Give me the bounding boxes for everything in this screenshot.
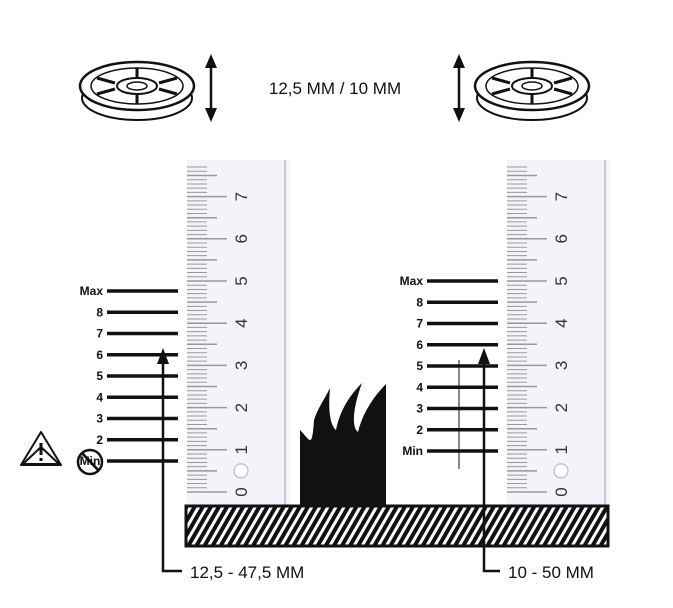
level-label: 8 — [96, 305, 103, 319]
level-label: 5 — [416, 359, 423, 373]
left-ruler-number: 1 — [232, 445, 251, 454]
level-label: Max — [400, 274, 424, 288]
level-label: 7 — [96, 327, 103, 341]
level-label: 3 — [416, 402, 423, 416]
right-range-label: 10 - 50 MM — [508, 563, 594, 582]
left-ruler-number: 4 — [232, 318, 251, 327]
right-ruler-number: 0 — [552, 487, 571, 496]
level-label: 4 — [96, 390, 103, 404]
right-range-arrow — [478, 348, 500, 573]
left-ruler-number: 6 — [232, 234, 251, 243]
right-ruler-number: 5 — [552, 276, 571, 285]
right-ruler-number: 3 — [552, 361, 571, 370]
up-down-arrow-right-icon — [451, 52, 467, 124]
right-ruler-number: 2 — [552, 403, 571, 412]
level-label: Max — [80, 284, 104, 298]
left-range-label: 12,5 - 47,5 MM — [190, 563, 304, 582]
left-level-scale: Max 8 7 6 5 4 3 2 — [80, 284, 178, 463]
up-down-arrow-left-icon — [203, 52, 219, 124]
level-label: 8 — [416, 295, 423, 309]
warning-triangle-icon — [20, 431, 62, 466]
level-label: 3 — [96, 412, 103, 426]
level-label: 6 — [96, 348, 103, 362]
left-ruler-number: 5 — [232, 276, 251, 285]
level-label: 6 — [416, 338, 423, 352]
right-ruler-number: 6 — [552, 234, 571, 243]
level-label: 5 — [96, 369, 103, 383]
level-label: 7 — [416, 317, 423, 331]
ground-hatch — [184, 504, 610, 548]
spacer-disc-right-icon — [473, 60, 591, 122]
ruler-left: 0 1 2 3 4 5 6 7 — [187, 160, 290, 506]
left-ruler-number: 2 — [232, 403, 251, 412]
right-ruler-number: 7 — [552, 192, 571, 201]
spacer-disc-left-icon — [78, 60, 196, 122]
left-ruler-number: 3 — [232, 361, 251, 370]
right-ruler-number: 1 — [552, 445, 571, 454]
right-ruler-number: 4 — [552, 318, 571, 327]
level-label: 4 — [416, 380, 423, 394]
grass-icon — [300, 383, 386, 506]
level-label: 2 — [416, 423, 423, 437]
level-label: Min — [402, 444, 423, 458]
ruler-right: 0 1 2 3 4 5 6 7 — [507, 160, 610, 506]
spacer-height-label: 12,5 MM / 10 MM — [269, 79, 401, 98]
left-ruler-number: 7 — [232, 192, 251, 201]
left-range-arrow — [157, 348, 182, 573]
level-label: 2 — [96, 433, 103, 447]
left-ruler-number: 0 — [232, 487, 251, 496]
